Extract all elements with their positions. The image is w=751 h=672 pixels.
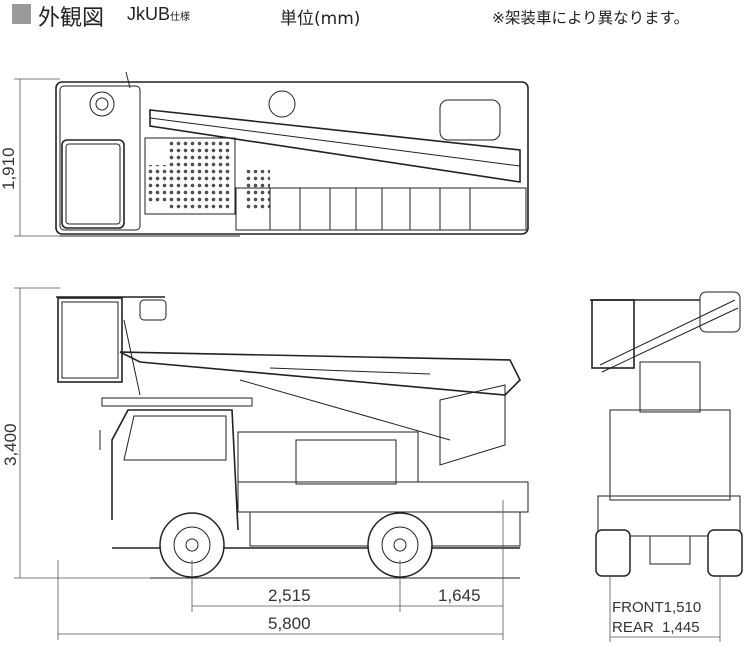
rear-view-bucket	[591, 299, 635, 369]
header: 外観図 JkUB仕様 単位(mm) ※架装車により異なります。	[0, 0, 751, 34]
dimension-tread: FRONT1,510 REAR 1,445	[609, 576, 721, 642]
top-view	[55, 71, 529, 237]
dimension-height: 3,400	[1, 287, 150, 579]
overall-length-label: 5,800	[268, 614, 311, 633]
rear-wheel	[367, 512, 433, 578]
side-view-bucket	[57, 297, 123, 383]
disclaimer-note: ※架装車により異なります。	[492, 9, 690, 27]
rear-view	[590, 291, 743, 577]
side-view-boom	[119, 351, 521, 396]
model-name: JkUB	[127, 4, 171, 24]
unit-label: 単位(mm)	[280, 9, 361, 29]
front-wheel	[159, 512, 225, 578]
top-view-bucket	[61, 139, 125, 229]
model-label: JkUB仕様	[127, 4, 190, 25]
page-title: 外観図	[38, 6, 105, 31]
height-label: 3,400	[1, 423, 20, 466]
title-marker-square	[12, 4, 31, 24]
top-view-boom	[149, 109, 521, 183]
dimension-width-top: 1,910	[0, 78, 60, 237]
front-tread-label: FRONT1,510	[612, 599, 701, 616]
wheelbase-label: 2,515	[268, 586, 311, 605]
rear-overhang-label: 1,645	[438, 586, 481, 605]
spec-suffix: 仕様	[170, 12, 191, 23]
side-view-cab	[111, 409, 239, 531]
rear-tread-label: REAR 1,445	[612, 619, 700, 636]
side-view	[56, 296, 529, 579]
width-label: 1,910	[0, 147, 18, 190]
dimension-length: 2,515 1,645 5,800	[57, 500, 504, 640]
